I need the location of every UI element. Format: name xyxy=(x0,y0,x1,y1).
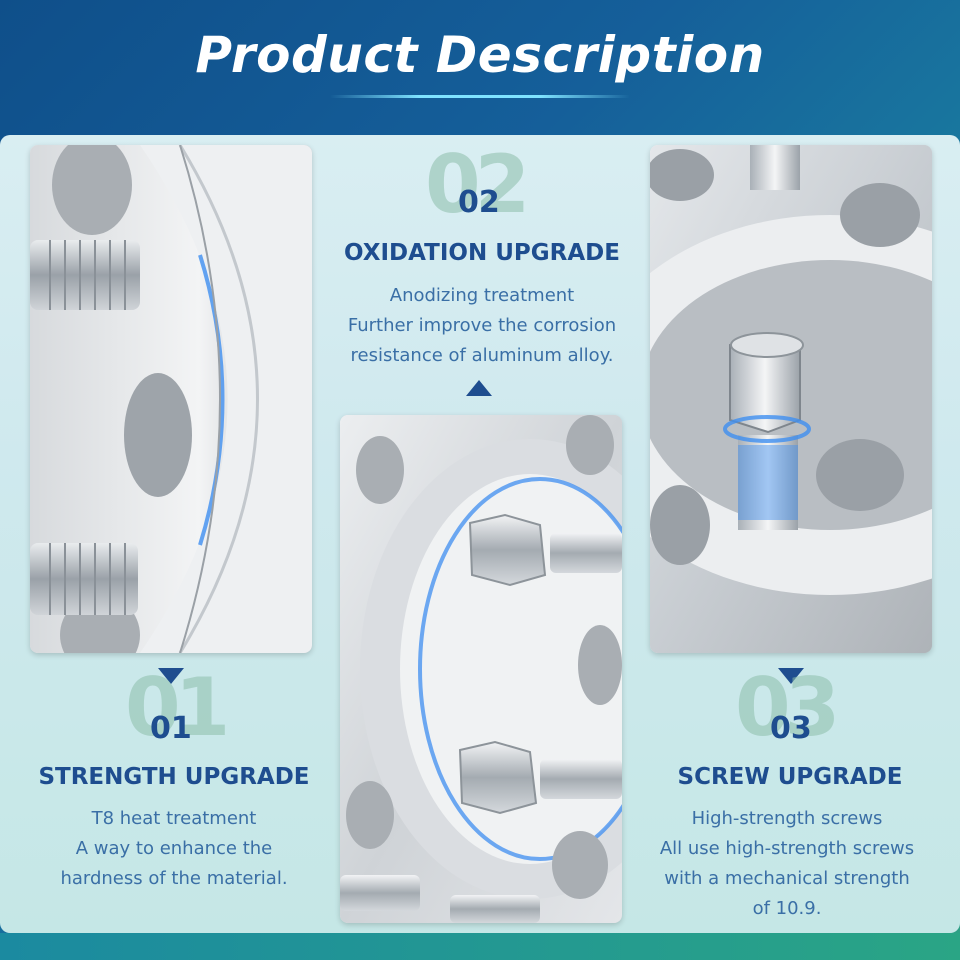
feature-3-arrow-down-icon xyxy=(778,668,804,684)
feature-3-description: High-strength screws All use high-streng… xyxy=(617,804,957,924)
feature-1-description: T8 heat treatment A way to enhance the h… xyxy=(4,804,344,894)
feature-1-arrow-down-icon xyxy=(158,668,184,684)
spacer-bolt-right-photo xyxy=(650,145,932,653)
feature-1-number: 01 xyxy=(150,711,192,746)
feature-2-description: Anodizing treatment Further improve the … xyxy=(312,281,652,371)
feature-3-heading: SCREW UPGRADE xyxy=(677,764,903,790)
feature-3-line: with a mechanical strength xyxy=(664,868,910,889)
feature-3-line: of 10.9. xyxy=(752,898,822,919)
feature-2-arrow-up-icon xyxy=(466,380,492,396)
feature-3-number: 03 xyxy=(770,711,812,746)
feature-1-line: hardness of the material. xyxy=(60,868,288,889)
feature-1-watermark-number: 01 xyxy=(125,661,230,754)
feature-2-line: Further improve the corrosion xyxy=(347,315,617,336)
spacer-front-center-image xyxy=(340,415,622,923)
title-underline xyxy=(330,95,630,98)
feature-1-line: A way to enhance the xyxy=(75,838,273,859)
feature-2-line: Anodizing treatment xyxy=(389,285,575,306)
feature-2-watermark-number: 02 xyxy=(425,138,530,231)
bottom-strip xyxy=(0,933,960,960)
feature-1-line: T8 heat treatment xyxy=(91,808,257,829)
feature-3-line: High-strength screws xyxy=(691,808,883,829)
feature-3-watermark-number: 03 xyxy=(735,661,840,754)
spacer-bolt-right-image xyxy=(650,145,932,653)
page-title: Product Description xyxy=(195,26,765,84)
spacer-closeup-left-photo xyxy=(30,145,312,653)
feature-3-line: All use high-strength screws xyxy=(659,838,915,859)
spacer-front-center-photo xyxy=(340,415,622,923)
spacer-closeup-left-image xyxy=(30,145,312,653)
feature-1-heading: STRENGTH UPGRADE xyxy=(38,764,310,790)
feature-2-line: resistance of aluminum alloy. xyxy=(350,345,614,366)
feature-2-heading: OXIDATION UPGRADE xyxy=(344,240,620,266)
feature-2-number: 02 xyxy=(458,185,500,220)
